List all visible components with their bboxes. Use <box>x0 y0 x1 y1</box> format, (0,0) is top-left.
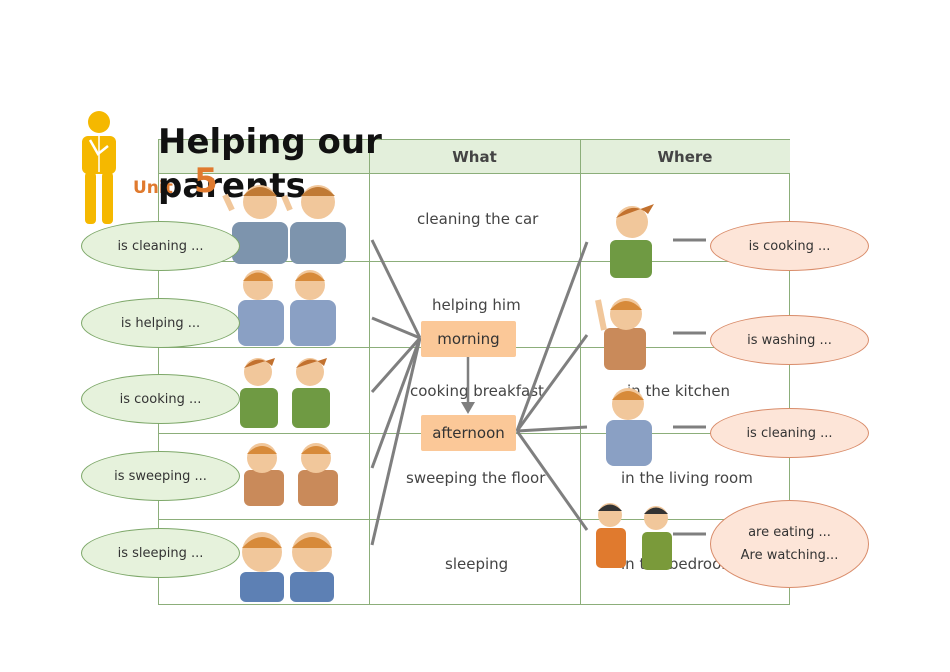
table-row-divider <box>159 519 789 520</box>
oval-label: is cleaning ... <box>746 425 833 441</box>
table-divider <box>580 140 581 604</box>
page-title: Helping our parents <box>158 122 382 206</box>
boy-sleeping-illustration <box>240 532 334 602</box>
girl-cooking-illustration <box>240 358 330 428</box>
oval-label: is washing ... <box>747 332 832 348</box>
arrow-head-icon <box>461 402 475 414</box>
morning-box: morning <box>421 321 516 357</box>
left-oval: is helping ... <box>81 298 240 348</box>
oval-label: Are watching... <box>740 548 839 563</box>
left-oval: is sleeping ... <box>81 528 240 578</box>
right-oval: is washing ... <box>710 315 869 365</box>
oval-label: is helping ... <box>120 315 201 331</box>
oval-label: is cooking ... <box>119 391 202 407</box>
what-cell: cleaning the car <box>417 210 539 228</box>
afternoon-box: afternoon <box>421 415 516 451</box>
oval-label: is sleeping ... <box>117 545 204 561</box>
what-cell: sleeping <box>445 555 509 573</box>
left-oval: is cooking ... <box>81 374 240 424</box>
connector-lines <box>370 238 706 546</box>
column-header-what: What <box>369 140 580 174</box>
column-header-blank <box>159 140 369 174</box>
right-oval: is cooking ... <box>710 221 869 271</box>
girl-sweeping-illustration <box>595 298 646 370</box>
table-divider <box>369 140 370 604</box>
table-row-divider <box>159 261 789 262</box>
boy-helping-illustration <box>606 388 652 466</box>
girl-cooking-illustration <box>610 204 654 278</box>
what-cell: cooking breakfast <box>410 382 544 400</box>
what-cell: sweeping the floor <box>406 469 546 487</box>
unit-number: 5 <box>194 161 218 201</box>
where-cell: in the kitchen <box>627 382 731 400</box>
unit-label: Unit <box>133 178 173 198</box>
oval-label: are eating ... <box>748 525 831 540</box>
oval-label: is cleaning ... <box>117 238 204 254</box>
what-cell: helping him <box>432 296 521 314</box>
right-oval: is cleaning ... <box>710 408 869 458</box>
left-oval: is cleaning ... <box>81 221 240 271</box>
girl-sweeping-illustration <box>244 443 338 506</box>
oval-label: is sweeping ... <box>114 468 207 484</box>
boy-helping-illustration <box>238 270 336 346</box>
father-son-illustration <box>222 185 346 264</box>
oval-label: is cooking ... <box>748 238 831 254</box>
where-cell: in the living room <box>621 469 753 487</box>
family-eating-illustration <box>596 503 672 570</box>
column-header-where: Where <box>580 140 790 174</box>
person-thinking-icon <box>82 111 116 224</box>
right-oval: are eating ... Are watching... <box>710 500 869 588</box>
left-oval: is sweeping ... <box>81 451 240 501</box>
